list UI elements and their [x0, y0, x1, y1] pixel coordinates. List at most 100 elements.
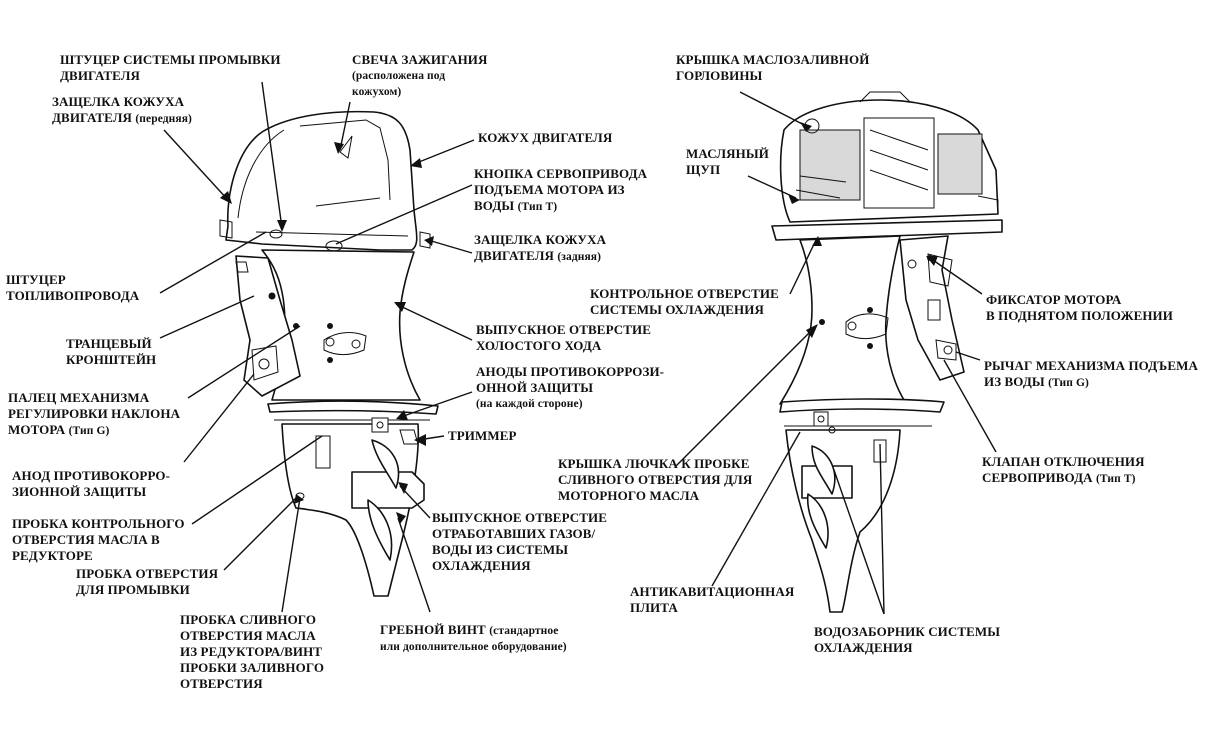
- label-line: АНОД ПРОТИВОКОРРО-: [12, 468, 171, 483]
- label-text: ИЗ ВОДЫ: [984, 374, 1045, 389]
- label-line: РЕГУЛИРОВКИ НАКЛОНА: [8, 406, 181, 421]
- label-line: АНТИКАВИТАЦИОННАЯ: [630, 584, 795, 599]
- left-motor-illustration: [219, 110, 439, 597]
- label-line: ВЫПУСКНОЕ ОТВЕРСТИЕ: [432, 510, 608, 525]
- label-line: ФИКСАТОР МОТОРА: [986, 292, 1122, 307]
- right-propeller-shape: [801, 445, 853, 549]
- label-line: ШТУЦЕР СИСТЕМЫ ПРОМЫВКИ: [60, 52, 281, 67]
- label-engine-cowl: КОЖУХ ДВИГАТЕЛЯ: [478, 130, 612, 146]
- label-line: ЗАЩЕЛКА КОЖУХА: [474, 232, 607, 247]
- label-line: (на каждой стороне): [476, 398, 583, 410]
- label-line: ЗИОННОЙ ЗАЩИТЫ: [12, 484, 147, 499]
- label-line: ОННОЙ ЗАЩИТЫ: [476, 380, 594, 395]
- label-line: кожухом): [352, 86, 402, 98]
- label-line: ИЗ ВОДЫ (Тип G): [984, 374, 1198, 391]
- label-line: ВОДЫ (Тип T): [474, 198, 647, 215]
- label-line: РЫЧАГ МЕХАНИЗМА ПОДЪЕМА: [984, 358, 1198, 373]
- label-line: КРЫШКА ЛЮЧКА К ПРОБКЕ: [558, 456, 750, 471]
- label-transom-bracket: ТРАНЦЕВЫЙ КРОНШТЕЙН: [66, 336, 156, 368]
- label-line: ТРИММЕР: [448, 428, 517, 443]
- label-line: ВОДЫ ИЗ СИСТЕМЫ: [432, 542, 569, 557]
- label-rear-latch: ЗАЩЕЛКА КОЖУХА ДВИГАТЕЛЯ (задняя): [474, 232, 606, 265]
- label-line: ОХЛАЖДЕНИЯ: [814, 640, 913, 655]
- label-line: ЗАЩЕЛКА КОЖУХА: [52, 94, 185, 109]
- midsection-shape: [261, 249, 421, 401]
- label-tilt-lock: ФИКСАТОР МОТОРА В ПОДНЯТОМ ПОЛОЖЕНИИ: [986, 292, 1173, 324]
- label-trim-pin: ПАЛЕЦ МЕХАНИЗМА РЕГУЛИРОВКИ НАКЛОНА МОТО…: [8, 390, 180, 439]
- label-line: ИЗ РЕДУКТОРА/ВИНТ: [180, 644, 323, 659]
- label-relief-valve: КЛАПАН ОТКЛЮЧЕНИЯ СЕРВОПРИВОДА (Тип T): [982, 454, 1145, 487]
- label-line: ВЫПУСКНОЕ ОТВЕРСТИЕ: [476, 322, 652, 337]
- label-line: ГРЕБНОЙ ВИНТ (стандартное: [380, 622, 567, 639]
- label-line: ШТУЦЕР: [6, 272, 66, 287]
- label-water-intake: ВОДОЗАБОРНИК СИСТЕМЫ ОХЛАЖДЕНИЯ: [814, 624, 1000, 656]
- label-line: ХОЛОСТОГО ХОДА: [476, 338, 602, 353]
- label-line: СЕРВОПРИВОДА (Тип T): [982, 470, 1145, 487]
- label-line: КРОНШТЕЙН: [66, 352, 157, 367]
- label-line: КНОПКА СЕРВОПРИВОДА: [474, 166, 648, 181]
- label-fuel-fitting: ШТУЦЕР ТОПЛИВОПРОВОДА: [6, 272, 139, 304]
- label-line: В ПОДНЯТОМ ПОЛОЖЕНИИ: [986, 308, 1173, 323]
- label-note: (Тип G): [68, 425, 110, 437]
- label-note: (Тип T): [517, 201, 558, 213]
- label-line: ОТВЕРСТИЯ: [180, 676, 263, 691]
- label-line: ЩУП: [686, 162, 721, 177]
- label-flush-plug: ПРОБКА ОТВЕРСТИЯ ДЛЯ ПРОМЫВКИ: [76, 566, 218, 598]
- label-note: (Тип T): [1095, 473, 1136, 485]
- label-gear-drain-plug: ПРОБКА СЛИВНОГО ОТВЕРСТИЯ МАСЛА ИЗ РЕДУК…: [180, 612, 324, 692]
- label-line: ПАЛЕЦ МЕХАНИЗМА: [8, 390, 150, 405]
- label-gear-check-plug: ПРОБКА КОНТРОЛЬНОГО ОТВЕРСТИЯ МАСЛА В РЕ…: [12, 516, 185, 564]
- label-text: ДВИГАТЕЛЯ: [474, 248, 554, 263]
- powerhead-shape: [779, 91, 999, 223]
- label-line: КРЫШКА МАСЛОЗАЛИВНОЙ: [676, 52, 870, 67]
- right-motor-illustration: [771, 91, 1003, 613]
- label-text: МОТОРА: [8, 422, 66, 437]
- label-line: СИСТЕМЫ ОХЛАЖДЕНИЯ: [590, 302, 764, 317]
- label-note: (передняя): [135, 113, 192, 125]
- label-anodes-each-side: АНОДЫ ПРОТИВОКОРРОЗИ- ОННОЙ ЗАЩИТЫ (на к…: [476, 364, 664, 412]
- label-line: МАСЛЯНЫЙ: [686, 146, 769, 161]
- label-cooling-indicator: КОНТРОЛЬНОЕ ОТВЕРСТИЕ СИСТЕМЫ ОХЛАЖДЕНИЯ: [590, 286, 779, 318]
- label-line: ВОДОЗАБОРНИК СИСТЕМЫ: [814, 624, 1001, 639]
- label-line: ДВИГАТЕЛЯ (задняя): [474, 248, 606, 265]
- label-line: МОТОРА (Тип G): [8, 422, 180, 439]
- label-line: ПРОБКИ ЗАЛИВНОГО: [180, 660, 325, 675]
- right-midsection-shape: [779, 235, 905, 405]
- label-text: ВОДЫ: [474, 198, 515, 213]
- label-trim-tab: ТРИММЕР: [448, 428, 517, 444]
- label-line: АНОДЫ ПРОТИВОКОРРОЗИ-: [476, 364, 665, 379]
- label-note: (Тип G): [1048, 377, 1089, 389]
- label-flush-fitting: ШТУЦЕР СИСТЕМЫ ПРОМЫВКИ ДВИГАТЕЛЯ: [60, 52, 281, 84]
- label-front-latch: ЗАЩЕЛКА КОЖУХА ДВИГАТЕЛЯ (передняя): [52, 94, 192, 127]
- label-tilt-lever: РЫЧАГ МЕХАНИЗМА ПОДЪЕМА ИЗ ВОДЫ (Тип G): [984, 358, 1198, 391]
- label-idle-exhaust: ВЫПУСКНОЕ ОТВЕРСТИЕ ХОЛОСТОГО ХОДА: [476, 322, 651, 354]
- label-line: КОНТРОЛЬНОЕ ОТВЕРСТИЕ: [590, 286, 779, 301]
- label-line: ГОРЛОВИНЫ: [676, 68, 763, 83]
- label-oil-drain-cover: КРЫШКА ЛЮЧКА К ПРОБКЕ СЛИВНОГО ОТВЕРСТИЯ…: [558, 456, 752, 504]
- label-line: ТРАНЦЕВЫЙ: [66, 336, 152, 351]
- label-exhaust-outlet: ВЫПУСКНОЕ ОТВЕРСТИЕ ОТРАБОТАВШИХ ГАЗОВ/ …: [432, 510, 607, 574]
- label-line: ПРОБКА СЛИВНОГО: [180, 612, 317, 627]
- label-line: СВЕЧА ЗАЖИГАНИЯ: [352, 52, 488, 67]
- label-line: ДВИГАТЕЛЯ: [60, 68, 140, 83]
- label-line: СЛИВНОГО ОТВЕРСТИЯ ДЛЯ: [558, 472, 753, 487]
- label-note: (задняя): [557, 251, 602, 263]
- label-line: КОЖУХ ДВИГАТЕЛЯ: [478, 130, 613, 145]
- label-line: МОТОРНОГО МАСЛА: [558, 488, 700, 503]
- label-line: ПОДЪЕМА МОТОРА ИЗ: [474, 182, 625, 197]
- label-oil-fill-cap: КРЫШКА МАСЛОЗАЛИВНОЙ ГОРЛОВИНЫ: [676, 52, 869, 84]
- label-line: ОТВЕРСТИЯ МАСЛА В: [12, 532, 160, 547]
- label-line: ДВИГАТЕЛЯ (передняя): [52, 110, 192, 127]
- label-line: ПЛИТА: [630, 600, 678, 615]
- label-anti-cavitation: АНТИКАВИТАЦИОННАЯ ПЛИТА: [630, 584, 794, 616]
- label-line: ПРОБКА ОТВЕРСТИЯ: [76, 566, 219, 581]
- label-line: или дополнительное оборудование): [380, 641, 567, 653]
- label-line: ДЛЯ ПРОМЫВКИ: [76, 582, 190, 597]
- label-text: ДВИГАТЕЛЯ: [52, 110, 132, 125]
- label-text: ГРЕБНОЙ ВИНТ: [380, 622, 486, 637]
- label-line: ТОПЛИВОПРОВОДА: [6, 288, 140, 303]
- propeller-shape: [351, 439, 425, 561]
- label-propeller: ГРЕБНОЙ ВИНТ (стандартное или дополнител…: [380, 622, 567, 655]
- label-line: ПРОБКА КОНТРОЛЬНОГО: [12, 516, 185, 531]
- label-line: КЛАПАН ОТКЛЮЧЕНИЯ: [982, 454, 1145, 469]
